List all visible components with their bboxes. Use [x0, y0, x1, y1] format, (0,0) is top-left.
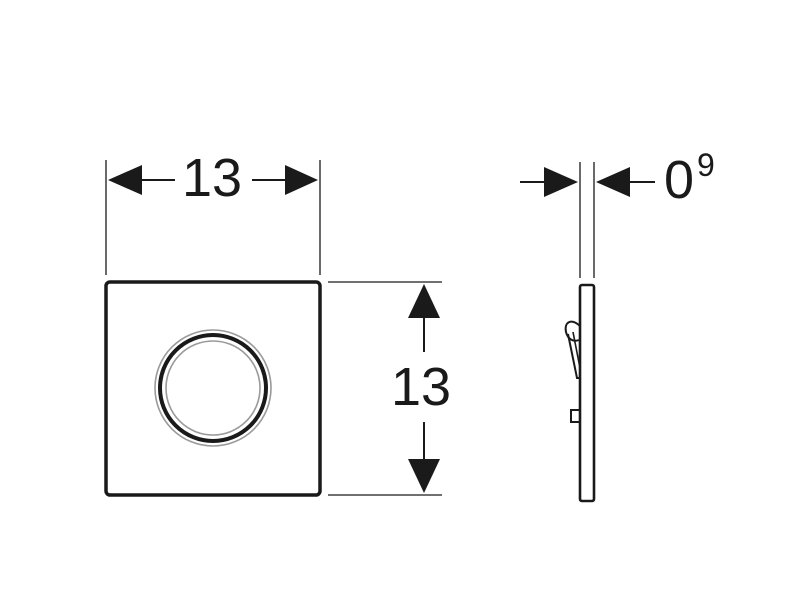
width-arrow-left	[108, 165, 142, 195]
button-outer-ring	[154, 329, 272, 447]
height-dimension: 13	[328, 281, 451, 496]
thickness-dimension: 0 9	[520, 147, 715, 278]
width-dimension: 13	[105, 148, 321, 275]
side-actuator-lever-edge	[572, 331, 581, 369]
width-arrow-right	[285, 165, 318, 195]
button-ring	[158, 333, 268, 443]
thickness-superscript: 9	[697, 147, 715, 183]
front-view: 13 13	[104, 148, 451, 497]
thickness-arrow-left	[544, 167, 578, 197]
thickness-arrow-right	[596, 167, 630, 197]
width-label: 13	[182, 148, 242, 208]
side-plate-profile	[578, 283, 596, 503]
height-arrow-top	[408, 284, 440, 318]
thickness-label: 0	[664, 150, 694, 210]
cover-plate-outline	[104, 280, 322, 497]
side-view: 0 9	[520, 147, 715, 503]
side-lower-tab	[570, 409, 580, 423]
height-arrow-bottom	[408, 459, 440, 493]
height-label: 13	[391, 357, 451, 417]
side-actuator-lever	[567, 333, 580, 379]
button-inner-ring	[165, 340, 261, 436]
